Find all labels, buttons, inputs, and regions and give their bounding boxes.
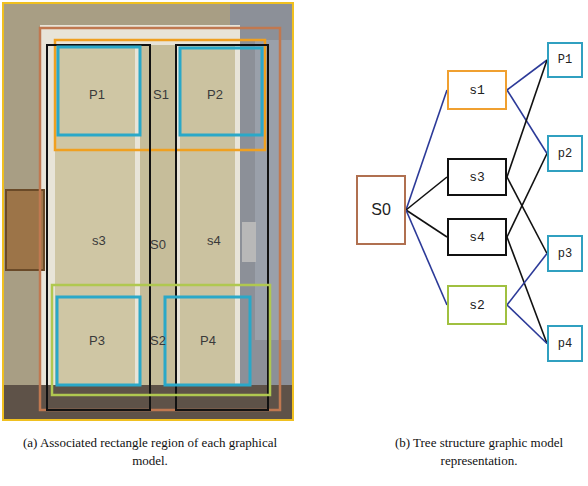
region-outline [3, 3, 293, 420]
node-label: S0 [371, 201, 391, 219]
region-label: P4 [200, 333, 216, 348]
caption: (a) Associated rectangle region of each … [20, 434, 280, 469]
tree-node: P1 [547, 42, 583, 78]
tree-edge [406, 90, 447, 210]
tree-node: s4 [447, 218, 507, 256]
door-frame [40, 25, 240, 420]
tree-edge [507, 237, 547, 344]
region-outline [52, 285, 270, 395]
wall [3, 3, 293, 420]
region-outline [40, 28, 280, 410]
tree-node: s1 [447, 70, 507, 110]
node-label: s3 [469, 170, 485, 185]
elevator-door-middle [140, 45, 175, 385]
caption: (b) Tree structure graphic model represe… [372, 434, 586, 469]
region-outline [57, 297, 140, 385]
tree-edge [507, 305, 547, 344]
node-label: p2 [558, 147, 572, 161]
call-panel [242, 222, 256, 262]
tree-node: S0 [356, 175, 406, 245]
tree-edge [507, 254, 547, 306]
tree-node: p4 [547, 325, 583, 362]
node-label: s1 [469, 83, 485, 98]
region-label: s3 [92, 233, 106, 248]
region-outline [165, 297, 250, 385]
region-label: s4 [207, 233, 221, 248]
region-label: S1 [153, 87, 169, 102]
node-label: s4 [469, 230, 485, 245]
region-outline [180, 48, 262, 135]
region-outline [47, 45, 150, 410]
tree-node: p2 [547, 135, 583, 172]
region-label: S2 [150, 333, 166, 348]
region-label: P2 [207, 87, 223, 102]
bulletin-board [6, 190, 44, 270]
elevator-door-right [180, 45, 235, 385]
tree-edge [507, 60, 547, 177]
node-label: p3 [558, 247, 572, 261]
tree-node: s3 [447, 158, 507, 196]
region-label: S0 [150, 237, 166, 252]
tree-edge [507, 60, 547, 90]
node-label: P1 [558, 53, 572, 67]
tree-node: p3 [547, 235, 583, 272]
node-label: s2 [469, 298, 485, 313]
tree-edge [406, 210, 447, 305]
region-outline [55, 40, 265, 150]
node-label: p4 [558, 337, 572, 351]
tree-edge [507, 90, 547, 154]
region-label: P1 [89, 87, 105, 102]
tree-node: s2 [447, 285, 507, 325]
tree-edge [406, 177, 447, 210]
tree-edge [507, 177, 547, 254]
elevator-door-left [55, 45, 135, 385]
region-label: P3 [89, 333, 105, 348]
region-outline [176, 45, 268, 410]
region-outline [58, 47, 140, 135]
tree-edge [507, 154, 547, 238]
